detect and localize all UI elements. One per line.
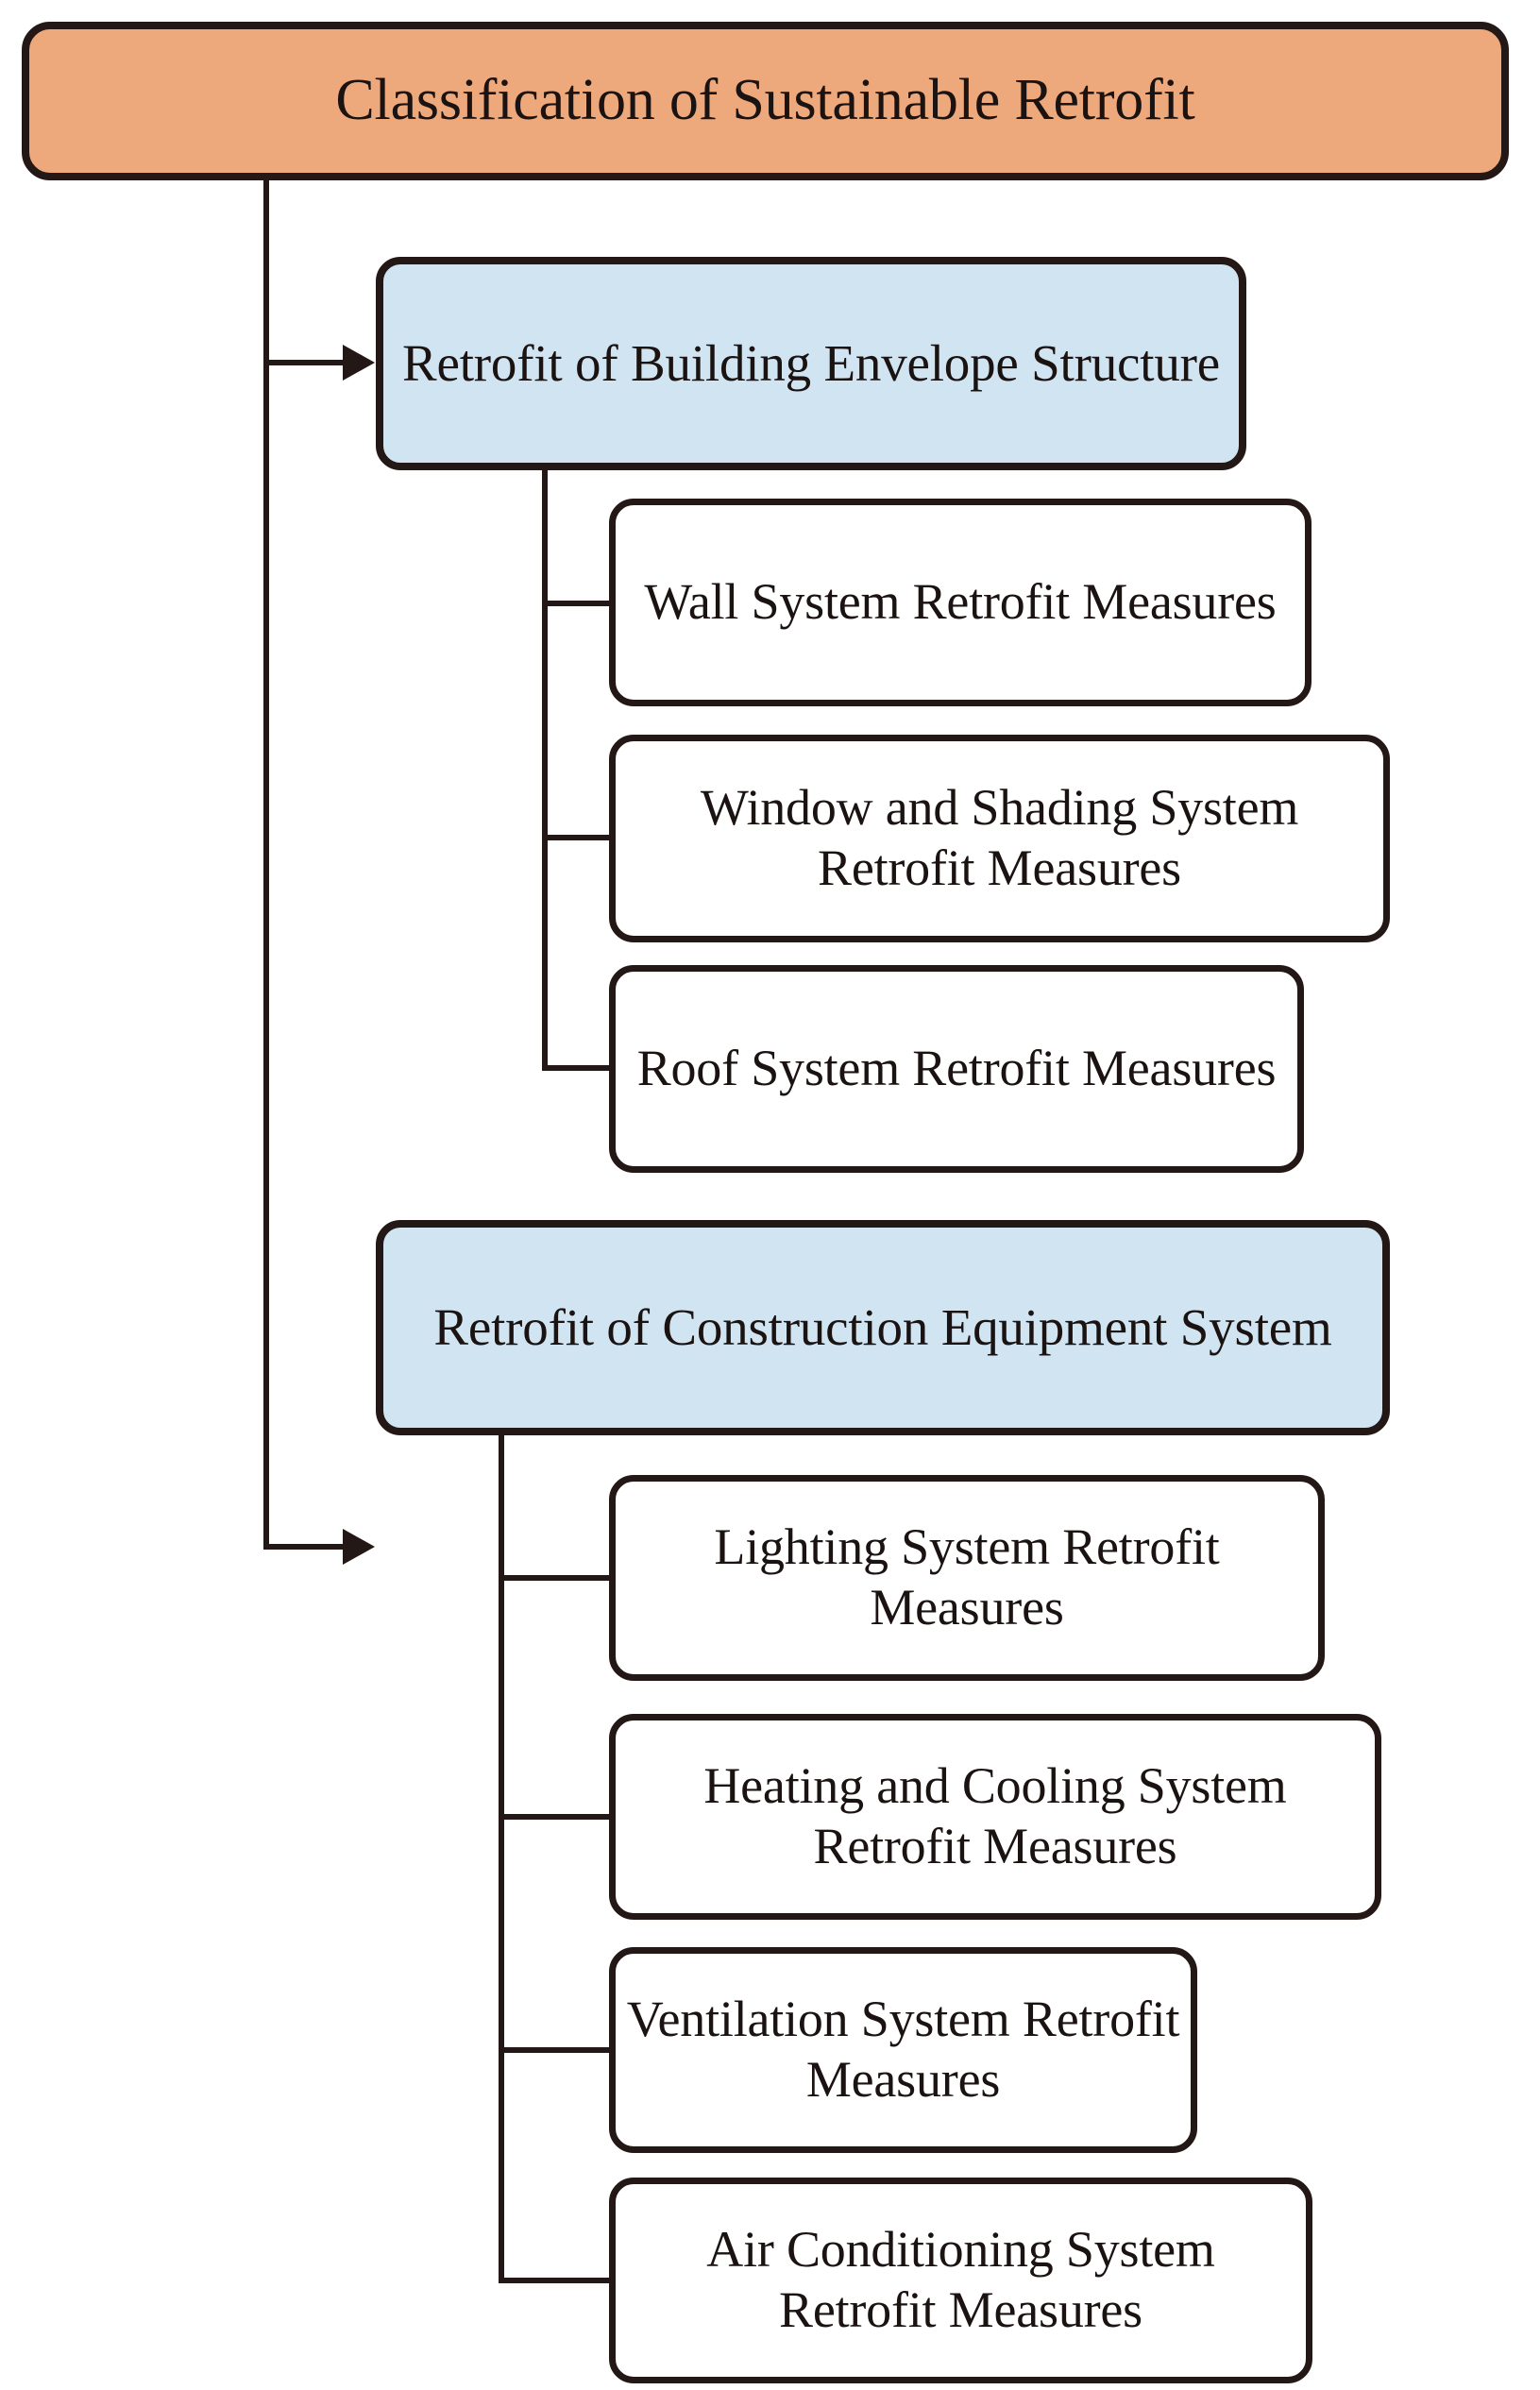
- node-roof-system-retrofit-measures[interactable]: Roof System Retrofit Measures: [609, 965, 1304, 1173]
- node-window-shading-system-retrofit-measures[interactable]: Window and Shading System Retrofit Measu…: [609, 735, 1390, 942]
- node-branch-2-label: Retrofit of Construction Equipment Syste…: [433, 1297, 1332, 1356]
- connector-branch-1-to-child-1: [542, 601, 629, 606]
- node-wall-system-retrofit-measures[interactable]: Wall System Retrofit Measures: [609, 499, 1312, 706]
- node-wall-system-label: Wall System Retrofit Measures: [644, 573, 1277, 631]
- node-roof-system-label: Roof System Retrofit Measures: [636, 1040, 1277, 1097]
- connector-branch-1-to-child-3: [542, 1065, 629, 1071]
- connector-root-to-branch-1: [263, 360, 350, 365]
- node-window-shading-label: Window and Shading System Retrofit Measu…: [700, 779, 1299, 896]
- connector-root-to-branch-2: [263, 1544, 350, 1550]
- node-branch-retrofit-construction-equipment[interactable]: Retrofit of Construction Equipment Syste…: [376, 1220, 1390, 1435]
- node-lighting-system-label: Lighting System Retrofit Measures: [714, 1518, 1220, 1636]
- connector-branch-1-to-child-2: [542, 835, 629, 840]
- connector-branch-1-spine: [542, 468, 548, 1071]
- node-lighting-system-retrofit-measures[interactable]: Lighting System Retrofit Measures: [609, 1475, 1325, 1681]
- arrowhead-root-to-branch-1: [343, 345, 375, 381]
- connector-branch-2-to-child-1: [499, 1575, 629, 1581]
- node-ventilation-system-retrofit-measures[interactable]: Ventilation System Retrofit Measures: [609, 1947, 1197, 2153]
- node-root-label: Classification of Sustainable Retrofit: [335, 68, 1195, 133]
- arrowhead-root-to-branch-2: [343, 1529, 375, 1565]
- connector-branch-2-to-child-4: [499, 2278, 629, 2283]
- node-air-conditioning-system-retrofit-measures[interactable]: Air Conditioning System Retrofit Measure…: [609, 2178, 1312, 2383]
- connector-branch-2-to-child-3: [499, 2047, 629, 2053]
- node-heating-cooling-label: Heating and Cooling System Retrofit Meas…: [703, 1757, 1287, 1874]
- node-air-conditioning-label: Air Conditioning System Retrofit Measure…: [706, 2221, 1215, 2338]
- node-branch-retrofit-building-envelope[interactable]: Retrofit of Building Envelope Structure: [376, 257, 1246, 470]
- connector-root-spine: [263, 178, 269, 1547]
- node-branch-1-label: Retrofit of Building Envelope Structure: [402, 333, 1220, 392]
- node-root-classification[interactable]: Classification of Sustainable Retrofit: [22, 22, 1509, 180]
- connector-branch-2-to-child-2: [499, 1814, 629, 1820]
- node-ventilation-system-label: Ventilation System Retrofit Measures: [626, 1991, 1180, 2108]
- node-heating-cooling-system-retrofit-measures[interactable]: Heating and Cooling System Retrofit Meas…: [609, 1714, 1381, 1920]
- connector-branch-2-spine: [499, 1433, 504, 2283]
